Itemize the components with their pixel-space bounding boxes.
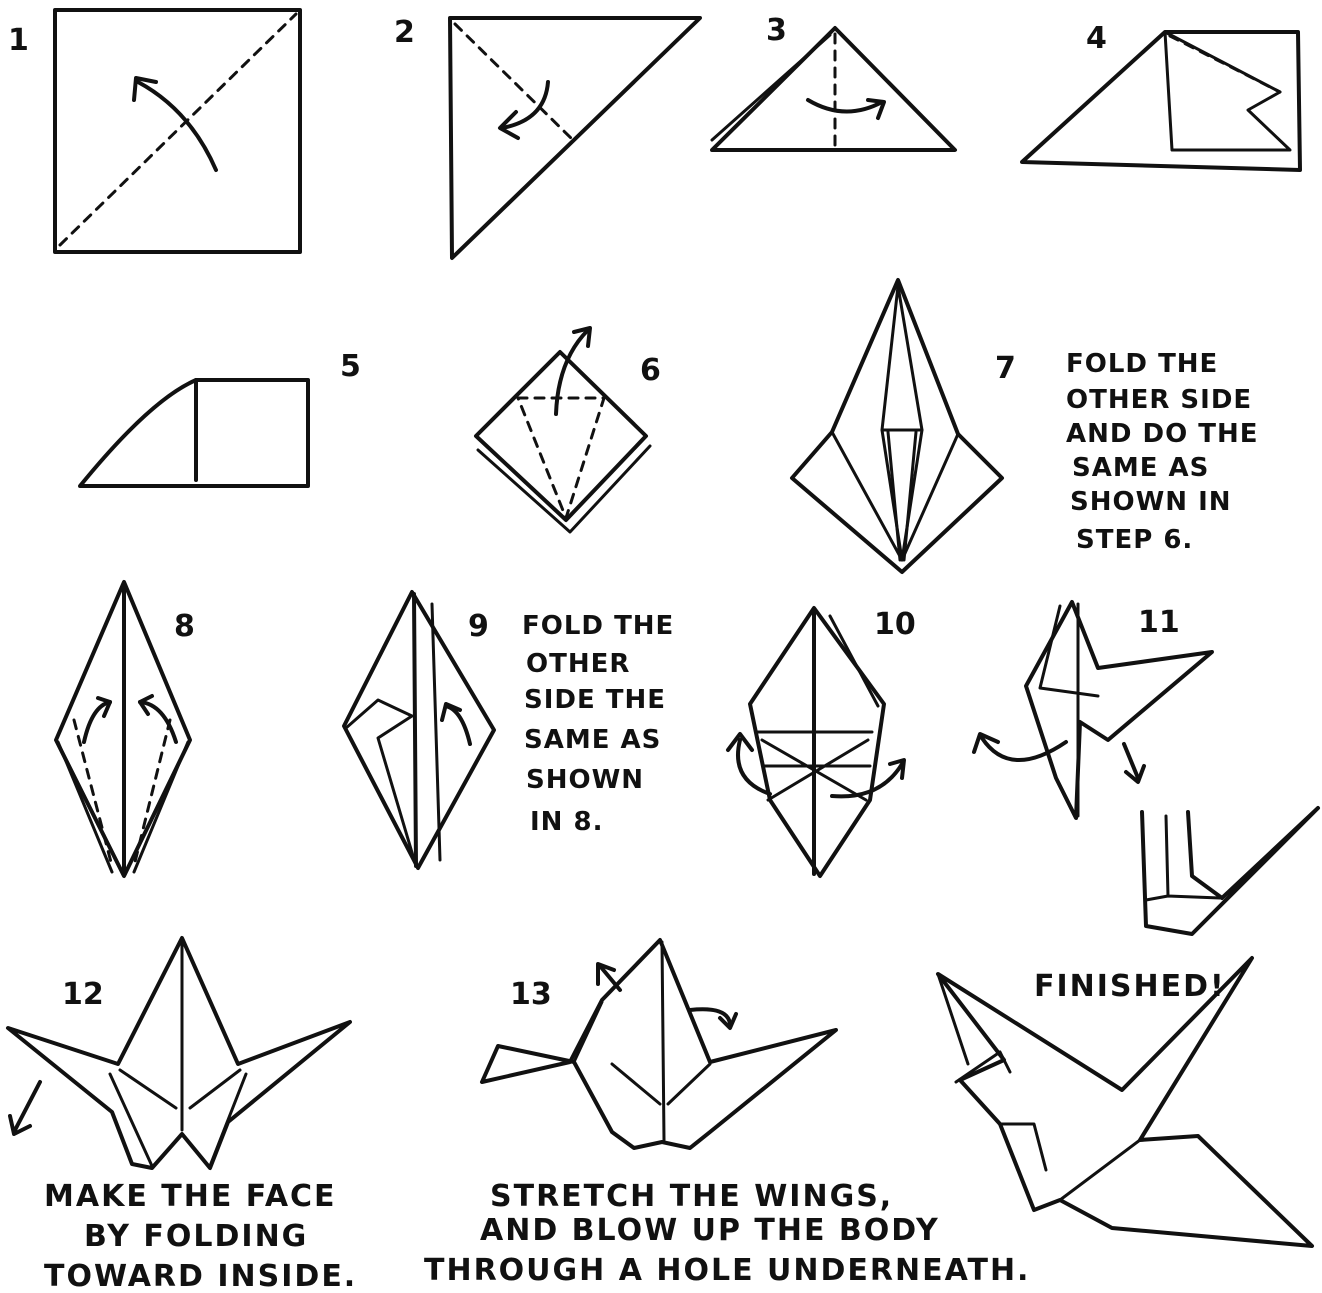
step-9-number: 9 <box>468 609 489 644</box>
step-4-squash-flap <box>1165 32 1290 150</box>
step-7-note-line-5: SHOWN IN <box>1070 487 1232 517</box>
step-13-number: 13 <box>510 977 552 1012</box>
step-11-creases <box>1040 604 1098 816</box>
step-7-note-line-1: FOLD THE <box>1066 349 1218 379</box>
step-3-layer-edge <box>712 35 830 140</box>
finished-label: FINISHED! <box>1034 969 1226 1004</box>
step-12-arrow <box>14 1082 40 1132</box>
step-10-number: 10 <box>874 607 916 642</box>
step-8-number: 8 <box>174 609 195 644</box>
step-6-number: 6 <box>640 353 661 388</box>
step-9-note-line-5: SHOWN <box>526 765 644 795</box>
step-3: 3 <box>712 13 955 150</box>
step-4-number: 4 <box>1086 21 1107 56</box>
step-7-number: 7 <box>995 351 1016 386</box>
step-10-right-arrow <box>832 764 902 796</box>
step-2-number: 2 <box>394 15 415 50</box>
step-2: 2 <box>394 15 700 258</box>
step-13-outline <box>482 940 836 1148</box>
finished-crane: FINISHED! <box>938 958 1312 1246</box>
step-12-outline <box>8 938 350 1168</box>
step-9-inner-edge <box>432 604 440 860</box>
step-9-note-line-3: SIDE THE <box>524 685 666 715</box>
step-6-fold-lines <box>518 398 604 518</box>
step-13-creases <box>574 942 710 1140</box>
step-13-caption-line-2: AND BLOW UP THE BODY <box>480 1213 940 1248</box>
step-2-triangle <box>450 18 700 258</box>
step-12-caption-line-3: TOWARD INSIDE. <box>44 1259 357 1293</box>
step-5-number: 5 <box>340 349 361 384</box>
step-11: 11 <box>974 602 1318 934</box>
step-6: 6 <box>476 328 661 532</box>
step-9-note-line-6: IN 8. <box>530 807 603 837</box>
step-4: 4 <box>1022 21 1300 170</box>
step-5: 5 <box>80 349 361 486</box>
step-9: 9 FOLD THE OTHER SIDE THE SAME AS SHOWN … <box>344 592 674 868</box>
step-7-note-line-3: AND DO THE <box>1066 419 1259 449</box>
step-7-note-line-4: SAME AS <box>1072 453 1209 483</box>
step-9-note-line-2: OTHER <box>526 649 630 679</box>
step-1: 1 <box>8 10 300 252</box>
step-3-number: 3 <box>766 13 787 48</box>
step-9-fold-arrow <box>446 706 470 744</box>
step-9-note-line-4: SAME AS <box>524 725 661 755</box>
step-9-center-line <box>414 594 416 866</box>
step-8: 8 <box>56 582 195 876</box>
step-9-note-line-1: FOLD THE <box>522 611 674 641</box>
step-1-number: 1 <box>8 23 29 58</box>
step-11-number: 11 <box>1138 605 1180 640</box>
step-1-fold-line <box>60 14 296 245</box>
step-10-right-edge <box>830 616 878 706</box>
step-12-caption-line-2: BY FOLDING <box>84 1219 308 1254</box>
step-13-caption-line-3: THROUGH A HOLE UNDERNEATH. <box>424 1253 1030 1288</box>
step-13-caption-line-1: STRETCH THE WINGS, <box>490 1179 893 1214</box>
step-13: 13 STRETCH THE WINGS, AND BLOW UP THE BO… <box>424 940 1030 1288</box>
step-7-note-line-2: OTHER SIDE <box>1066 385 1252 415</box>
step-7: 7 FOLD THE OTHER SIDE AND DO THE SAME AS… <box>792 280 1259 572</box>
step-10: 10 <box>728 607 916 876</box>
step-7-note-line-6: STEP 6. <box>1076 525 1193 555</box>
step-12: 12 MAKE THE FACE BY FOLDING TOWARD INSID… <box>8 938 357 1293</box>
step-7-center-creases <box>882 430 922 560</box>
step-12-number: 12 <box>62 977 104 1012</box>
step-12-caption-line-1: MAKE THE FACE <box>44 1179 337 1214</box>
